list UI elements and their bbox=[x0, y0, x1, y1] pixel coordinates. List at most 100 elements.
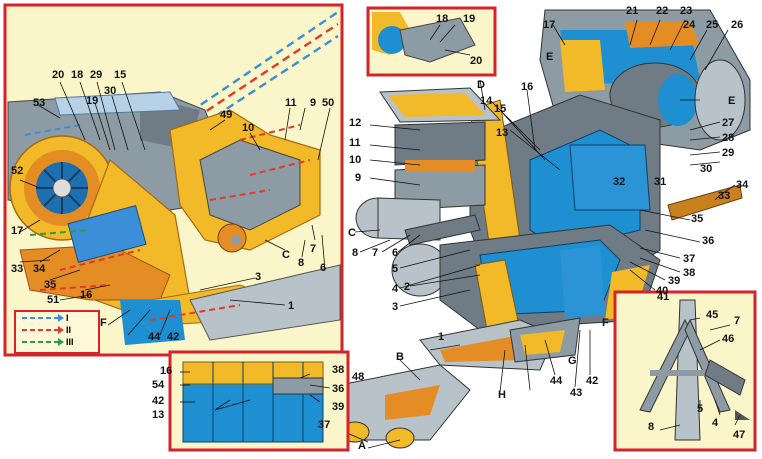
callout: 42 bbox=[152, 395, 165, 407]
callout: 4 bbox=[712, 417, 719, 429]
callout: 21 bbox=[626, 5, 639, 17]
callout: 30 bbox=[700, 163, 713, 175]
callout: D bbox=[477, 79, 485, 91]
callout: 22 bbox=[656, 5, 669, 17]
callout: 19 bbox=[463, 13, 476, 25]
callout: 34 bbox=[736, 179, 749, 191]
arrow-red-icon bbox=[22, 326, 64, 334]
legend-item: II bbox=[16, 324, 98, 336]
callout: 20 bbox=[52, 69, 65, 81]
right-inset bbox=[613, 290, 757, 452]
callout: F bbox=[602, 317, 609, 329]
callout: 17 bbox=[11, 225, 24, 237]
callout: 9 bbox=[355, 172, 362, 184]
callout: 32 bbox=[613, 176, 626, 188]
callout: 18 bbox=[436, 13, 449, 25]
callout: 44 bbox=[550, 375, 563, 387]
callout: 14 bbox=[480, 95, 493, 107]
callout: F bbox=[100, 317, 107, 329]
callout: 9 bbox=[310, 97, 317, 109]
callout: 40 bbox=[656, 285, 669, 297]
callout: 10 bbox=[242, 122, 255, 134]
legend-label: II bbox=[66, 325, 72, 335]
legend-label: I bbox=[66, 313, 69, 323]
callout: 35 bbox=[691, 213, 704, 225]
callout: 29 bbox=[722, 147, 735, 159]
callout: 43 bbox=[570, 387, 583, 399]
callout: 7 bbox=[372, 247, 379, 259]
callout: 30 bbox=[104, 85, 117, 97]
callout: 10 bbox=[349, 154, 362, 166]
callout: 47 bbox=[733, 429, 746, 441]
callout: 36 bbox=[332, 383, 345, 395]
legend: I II III bbox=[14, 310, 100, 354]
callout: 3 bbox=[255, 271, 262, 283]
callout: 41 bbox=[657, 291, 670, 303]
callout: 28 bbox=[722, 132, 735, 144]
callout: 54 bbox=[152, 379, 165, 391]
callout: 24 bbox=[683, 19, 696, 31]
callout: 49 bbox=[220, 109, 233, 121]
callout: B bbox=[396, 351, 404, 363]
callout: 5 bbox=[392, 263, 399, 275]
callout: 7 bbox=[310, 243, 317, 255]
callout: 39 bbox=[332, 401, 345, 413]
callout: 51 bbox=[47, 294, 60, 306]
callout: 16 bbox=[521, 81, 534, 93]
callout: C bbox=[348, 227, 356, 239]
arrow-green-icon bbox=[22, 338, 64, 346]
callout: 4 bbox=[392, 283, 399, 295]
callout: E bbox=[546, 51, 554, 63]
callout: G bbox=[568, 355, 577, 367]
main-view bbox=[329, 9, 751, 449]
callout: 29 bbox=[90, 69, 103, 81]
top-inset bbox=[366, 6, 497, 77]
left-inset bbox=[3, 3, 344, 357]
legend-item: III bbox=[16, 336, 98, 348]
callout: 35 bbox=[44, 279, 57, 291]
callout: 52 bbox=[11, 165, 24, 177]
callout: E bbox=[728, 95, 736, 107]
callout: 38 bbox=[683, 267, 696, 279]
callout: 26 bbox=[731, 19, 744, 31]
callout: 12 bbox=[349, 117, 362, 129]
callout: 8 bbox=[648, 421, 655, 433]
callout: 17 bbox=[543, 19, 556, 31]
callout: 5 bbox=[697, 403, 704, 415]
callout: 1 bbox=[288, 300, 295, 312]
callout: 36 bbox=[702, 235, 715, 247]
callout: 33 bbox=[718, 190, 731, 202]
callout: 20 bbox=[470, 55, 483, 67]
callout: 2 bbox=[404, 281, 411, 293]
callout: 11 bbox=[349, 137, 361, 149]
callout: 37 bbox=[683, 253, 696, 265]
callout: 46 bbox=[722, 333, 735, 345]
callout: 7 bbox=[734, 315, 741, 327]
callout: 15 bbox=[494, 103, 507, 115]
callout: 6 bbox=[392, 247, 399, 259]
callout: 34 bbox=[33, 263, 46, 275]
callout: 31 bbox=[654, 176, 667, 188]
callout: 11 bbox=[285, 97, 297, 109]
callout: 27 bbox=[722, 117, 735, 129]
callout: 44 bbox=[148, 331, 161, 343]
arrow-blue-icon bbox=[22, 314, 64, 322]
callout: 38 bbox=[332, 364, 345, 376]
callout: 13 bbox=[152, 409, 165, 421]
callout: C bbox=[282, 249, 290, 261]
callout: H bbox=[498, 389, 506, 401]
bottom-inset bbox=[168, 350, 350, 452]
callout: 16 bbox=[80, 289, 93, 301]
callout: 48 bbox=[352, 371, 365, 383]
callout: 45 bbox=[706, 309, 719, 321]
callout: 25 bbox=[706, 19, 719, 31]
callout: 8 bbox=[298, 257, 305, 269]
callout: A bbox=[358, 440, 366, 452]
callout: 23 bbox=[680, 5, 693, 17]
callout: 37 bbox=[318, 419, 331, 431]
callout: 50 bbox=[322, 97, 335, 109]
callout: 19 bbox=[86, 95, 99, 107]
callout: 42 bbox=[586, 375, 599, 387]
legend-item: I bbox=[16, 312, 98, 324]
